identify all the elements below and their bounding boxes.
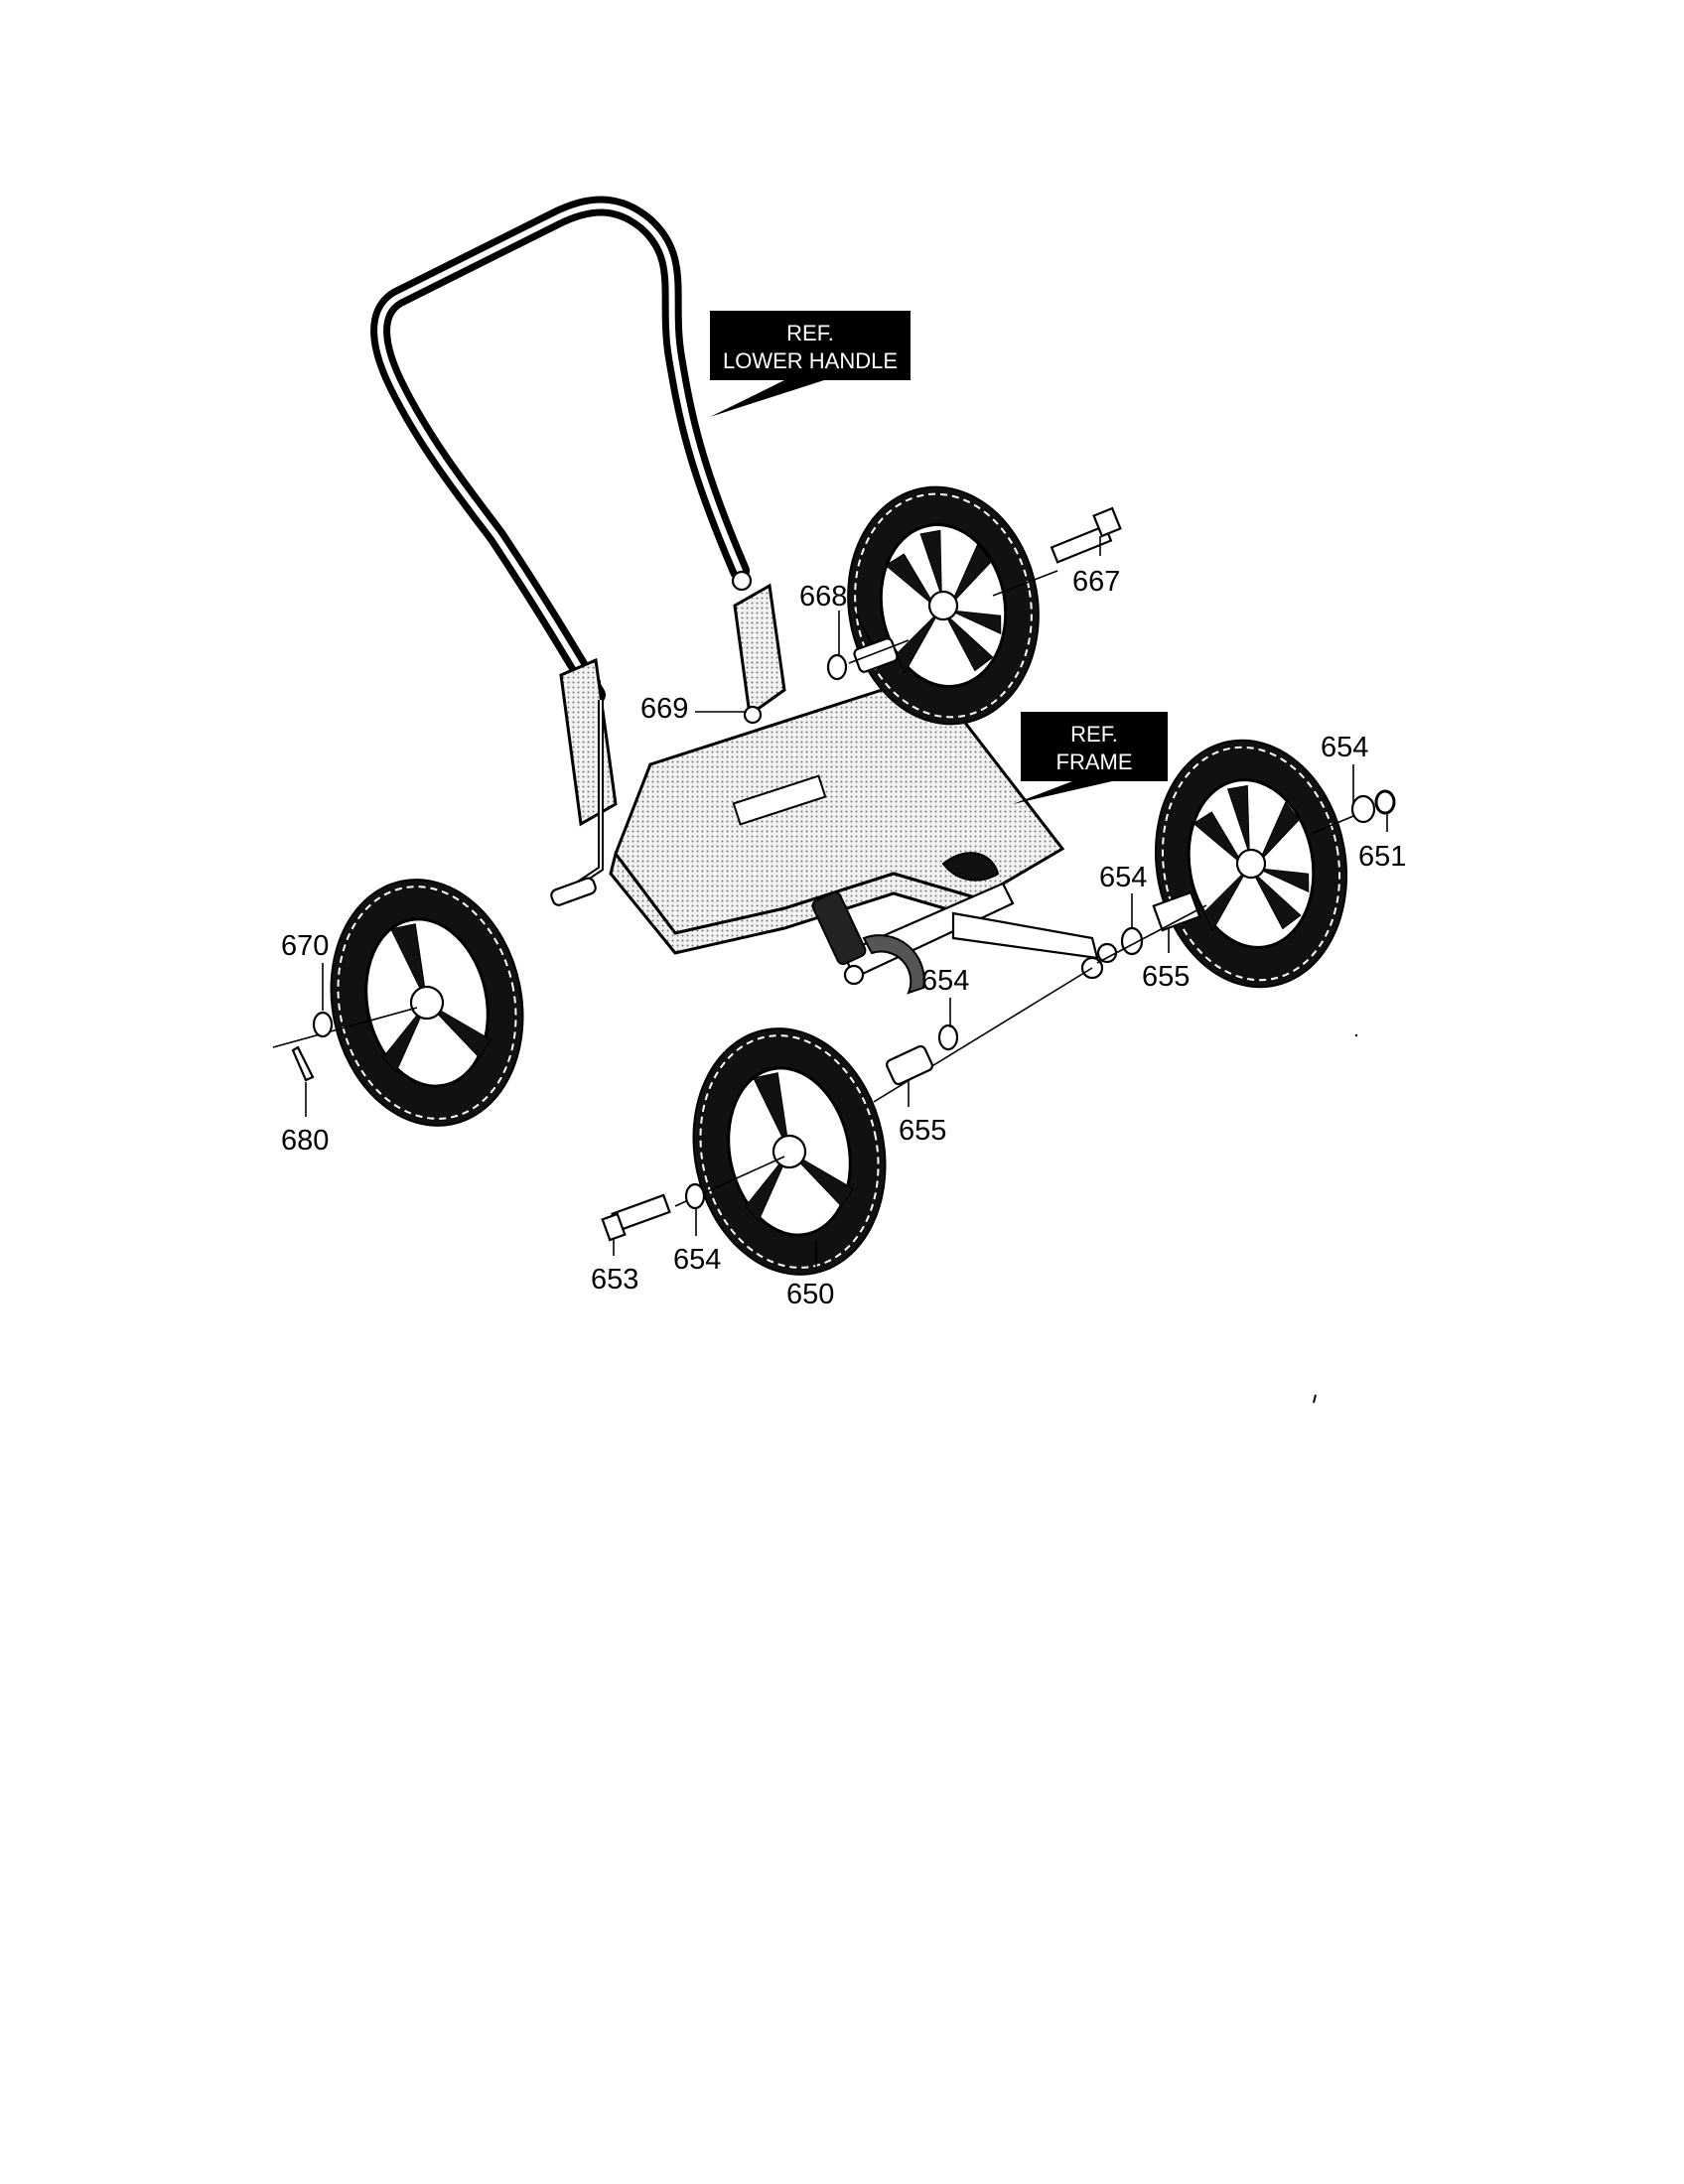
callout-654-inner: 654 [1099,862,1147,893]
stray-mark [1354,1033,1358,1037]
frame-drawing [550,583,1118,995]
ref-frame-box: REF. FRAME [1013,712,1168,804]
callout-650: 650 [786,1279,834,1310]
ref-lower-handle-box: REF. LOWER HANDLE [710,311,911,417]
callout-654-right: 654 [1321,732,1368,763]
callout-680: 680 [281,1125,329,1157]
callout-655-bottom: 655 [899,1115,946,1147]
callout-655-right: 655 [1142,961,1190,993]
wheel-front-right [1154,739,1348,989]
callout-669: 669 [640,693,688,725]
wheel-rear-right [847,485,1040,726]
wheel-rear-left [330,879,524,1127]
lower-handle-drawing [370,196,772,705]
callout-651: 651 [1358,841,1406,873]
callout-numbers: 667 668 669 654 651 654 655 670 654 680 … [281,566,1406,1310]
callout-670: 670 [281,930,329,962]
wheel-front-left [692,1027,887,1276]
callout-leaders [305,536,1388,1271]
callout-653: 653 [591,1264,638,1296]
stray-mark-tick [1313,1394,1317,1404]
callout-654-center: 654 [921,965,969,997]
ref-frame-line2: FRAME [1056,750,1133,774]
ref-lower-handle-line2: LOWER HANDLE [723,348,898,373]
ref-lower-handle-line1: REF. [786,321,834,345]
hardware-parts [272,506,1396,1242]
callout-654-bottom: 654 [673,1244,721,1276]
ref-frame-line1: REF. [1070,722,1118,747]
callout-668: 668 [799,581,847,613]
callout-667: 667 [1072,566,1120,598]
